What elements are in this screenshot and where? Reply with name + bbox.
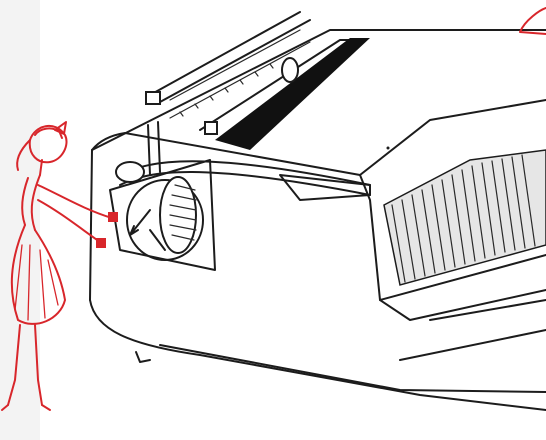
carriage: [115, 11, 371, 201]
platen-knob: [109, 159, 216, 271]
platen: [215, 38, 370, 150]
dot-mark: [386, 146, 390, 150]
typewriter-body: [89, 29, 546, 411]
vent-grille: [383, 149, 546, 286]
red-corner-mark: [519, 7, 546, 35]
girl-figure: [1, 121, 118, 411]
left-shadow-tint: [0, 0, 40, 440]
